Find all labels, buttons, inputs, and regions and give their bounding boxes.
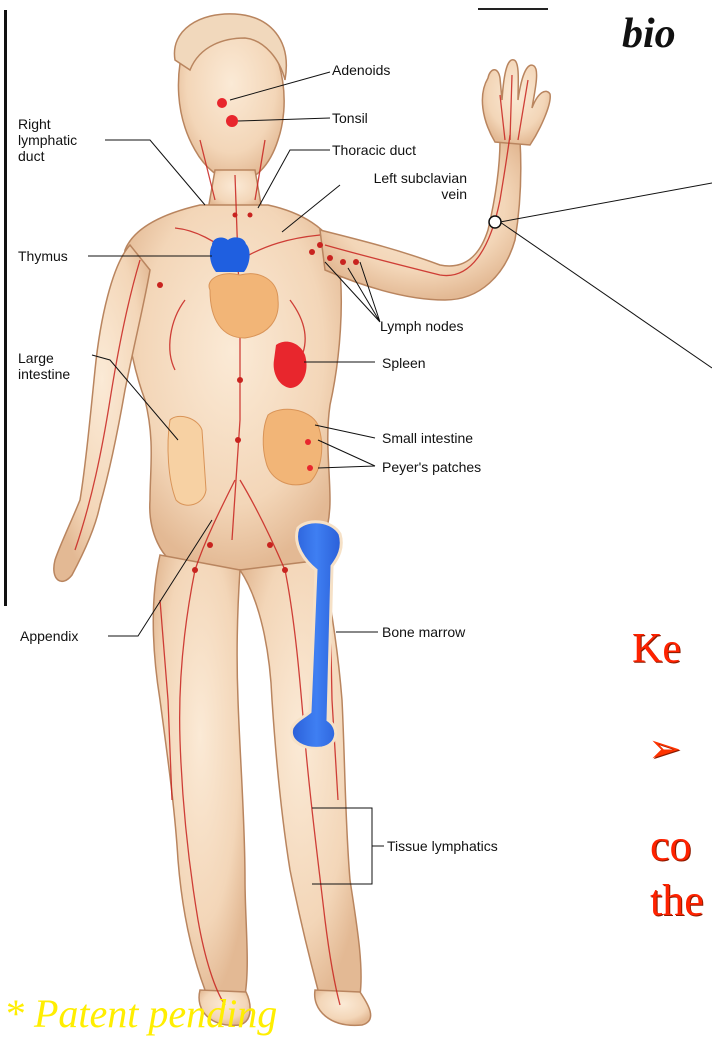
- bullet-arrow-icon: ➢: [648, 725, 682, 772]
- thymus-organ: [210, 237, 250, 272]
- label-left-subclavian-vein: Left subclavian vein: [345, 170, 467, 202]
- patent-footnote: * Patent pending: [4, 990, 277, 1037]
- bullet-text-line-2: co: [650, 820, 692, 871]
- title-rule: [478, 8, 548, 10]
- key-heading-fragment: Ke: [632, 625, 681, 673]
- label-appendix: Appendix: [20, 628, 78, 644]
- peyers-patch-2: [307, 465, 313, 471]
- adenoids-organ: [217, 98, 227, 108]
- label-thoracic-duct: Thoracic duct: [332, 142, 416, 158]
- label-tissue-lymphatics: Tissue lymphatics: [387, 838, 498, 854]
- bullet-text-line-3: the: [650, 875, 704, 926]
- label-bone-marrow: Bone marrow: [382, 624, 465, 640]
- magnifier-ring: [489, 216, 501, 228]
- body-silhouette: [54, 14, 550, 1025]
- slide-title-fragment: bio: [622, 10, 676, 58]
- peyers-patch-1: [305, 439, 311, 445]
- label-tonsil: Tonsil: [332, 110, 368, 126]
- large-intestine-organ: [168, 416, 206, 505]
- slide-left-border: [4, 10, 7, 606]
- label-thymus: Thymus: [18, 248, 68, 264]
- label-spleen: Spleen: [382, 355, 426, 371]
- label-peyers-patches: Peyer's patches: [382, 459, 481, 475]
- label-adenoids: Adenoids: [332, 62, 390, 78]
- tonsil-organ: [226, 115, 238, 127]
- label-large-intestine: Large intestine: [18, 350, 70, 382]
- small-intestine-organ: [263, 409, 322, 485]
- label-right-lymphatic-duct: Right lymphatic duct: [18, 116, 77, 164]
- label-small-intestine: Small intestine: [382, 430, 473, 446]
- label-lymph-nodes: Lymph nodes: [380, 318, 464, 334]
